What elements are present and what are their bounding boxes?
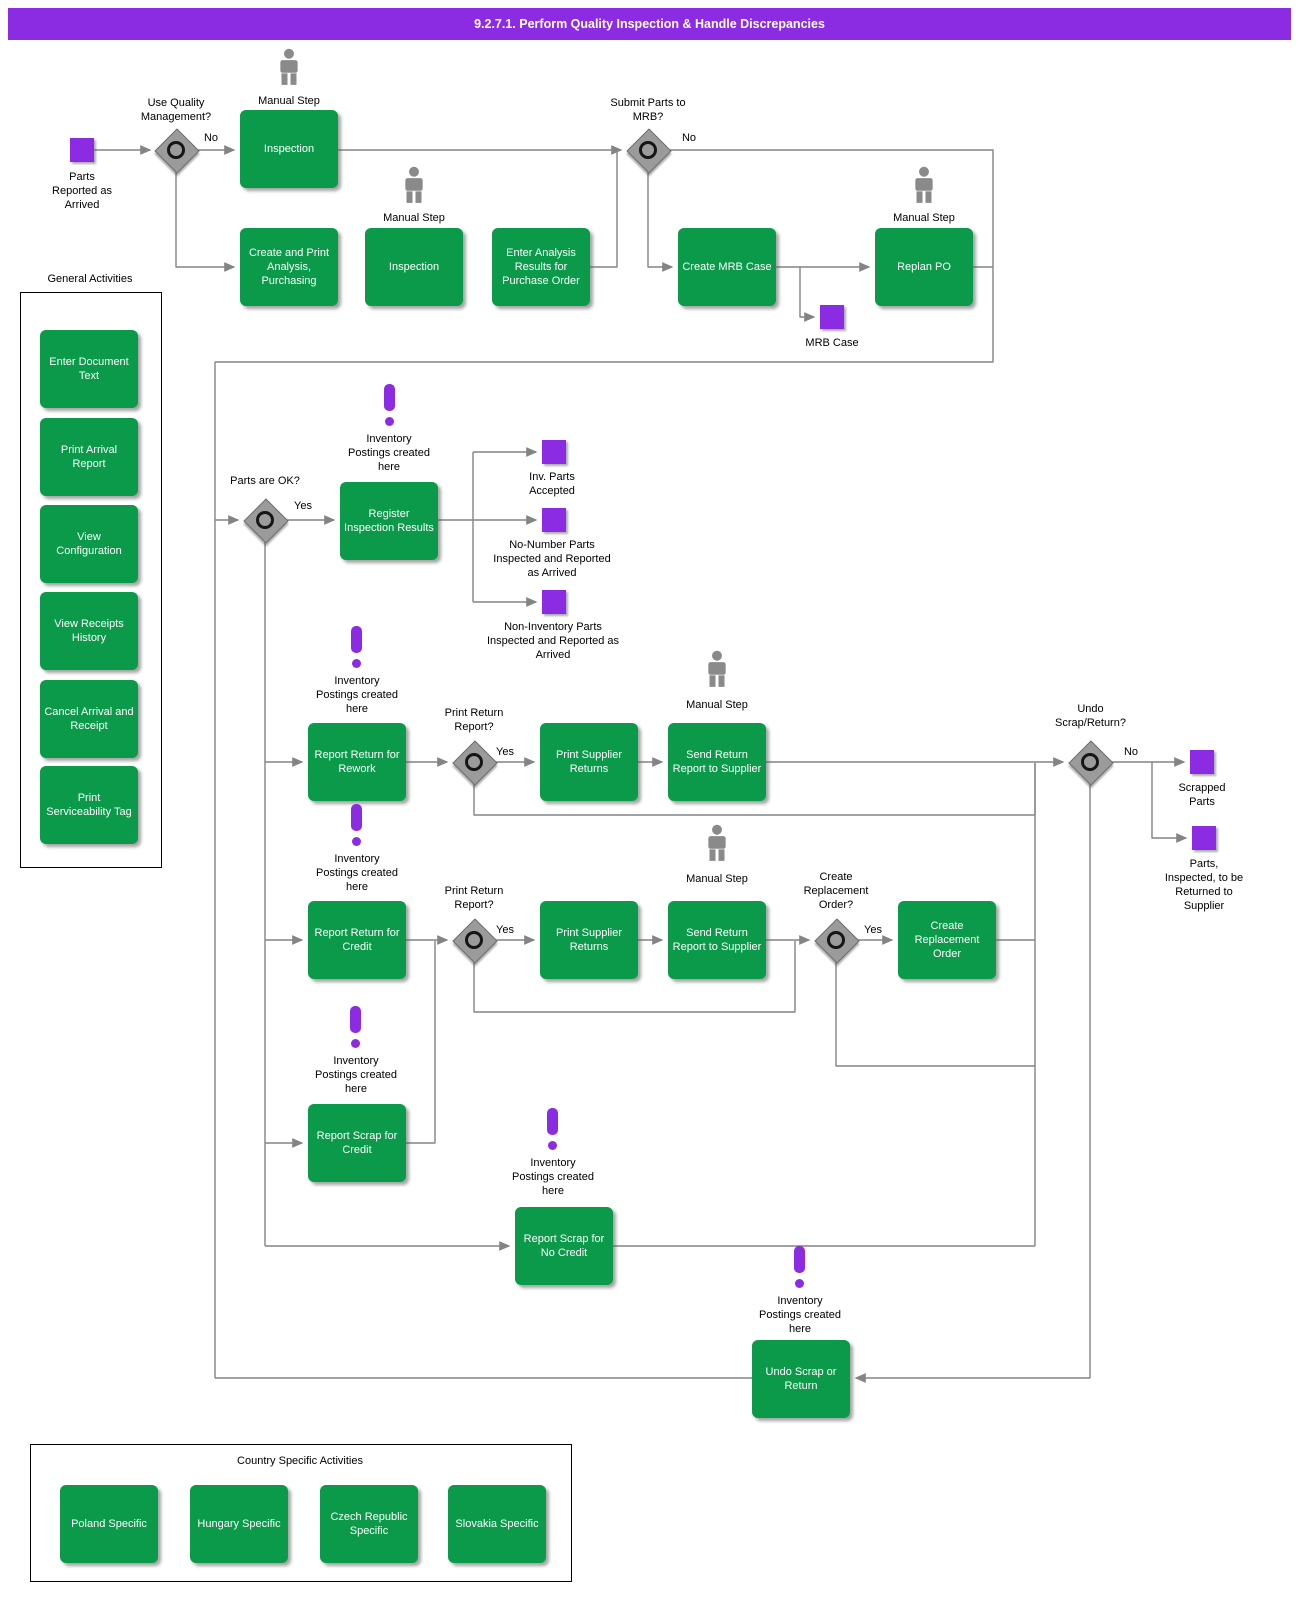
- gateway-submit-mrb: [626, 128, 672, 174]
- manual-step-label: Manual Step: [383, 212, 445, 224]
- country-title: Country Specific Activities: [237, 1455, 363, 1467]
- task-report-return-credit[interactable]: Report Return for Credit: [308, 901, 406, 979]
- manual-step-label: Manual Step: [686, 699, 748, 711]
- gateway-create-replacement: [814, 918, 860, 964]
- manual-step-label: Manual Step: [893, 212, 955, 224]
- task-create-replacement-order[interactable]: Create Replacement Order: [898, 901, 996, 979]
- manual-step-label: Manual Step: [258, 95, 320, 107]
- doc-no-number-parts-label: No-Number Parts Inspected and Reported a…: [493, 539, 611, 579]
- manual-step-icon: [399, 166, 429, 209]
- inventory-postings-icon: [382, 384, 398, 428]
- inventory-postings-label: Inventory Postings created here: [348, 433, 430, 473]
- inventory-postings-label: Inventory Postings created here: [759, 1295, 841, 1335]
- gateway-icon: [1081, 753, 1099, 771]
- sidebar-item-print-arrival-report[interactable]: Print Arrival Report: [40, 418, 138, 496]
- branch-label-yes: Yes: [864, 924, 882, 936]
- doc-scrapped-parts: [1190, 750, 1214, 774]
- gateway-create-replacement-question: Create Replacement Order?: [803, 871, 869, 911]
- inventory-postings-icon: [349, 804, 365, 848]
- doc-non-inventory-parts-label: Non-Inventory Parts Inspected and Report…: [486, 621, 620, 661]
- gateway-submit-mrb-question: Submit Parts to MRB?: [610, 97, 686, 123]
- inventory-postings-icon: [348, 1006, 364, 1050]
- inventory-postings-icon: [792, 1246, 808, 1290]
- gateway-parts-ok-question: Parts are OK?: [230, 475, 300, 487]
- country-item-poland[interactable]: Poland Specific: [60, 1485, 158, 1563]
- inventory-postings-icon: [545, 1108, 561, 1152]
- doc-inv-parts-accepted-label: Inv. Parts Accepted: [529, 471, 575, 497]
- task-enter-analysis[interactable]: Enter Analysis Results for Purchase Orde…: [492, 228, 590, 306]
- gateway-use-quality: [154, 128, 200, 174]
- branch-label-no: No: [1123, 746, 1139, 758]
- task-register-inspection[interactable]: Register Inspection Results: [340, 482, 438, 560]
- gateway-icon: [256, 511, 274, 529]
- gateway-print-return-rework: [452, 740, 498, 786]
- branch-label-yes: Yes: [294, 500, 312, 512]
- gateway-icon: [167, 141, 185, 159]
- doc-mrb-case-label: MRB Case: [805, 337, 859, 349]
- task-send-return-report-1[interactable]: Send Return Report to Supplier: [668, 723, 766, 801]
- task-create-mrb-case[interactable]: Create MRB Case: [678, 228, 776, 306]
- branch-label-no: No: [681, 132, 697, 144]
- page-title: 9.2.7.1. Perform Quality Inspection & Ha…: [8, 8, 1291, 40]
- gateway-parts-ok: [243, 498, 289, 544]
- task-report-return-rework[interactable]: Report Return for Rework: [308, 723, 406, 801]
- manual-step-label: Manual Step: [686, 873, 748, 885]
- inventory-postings-label: Inventory Postings created here: [316, 675, 398, 715]
- gateway-use-quality-question: Use Quality Management?: [140, 97, 212, 123]
- task-send-return-report-2[interactable]: Send Return Report to Supplier: [668, 901, 766, 979]
- task-replan-po[interactable]: Replan PO: [875, 228, 973, 306]
- gateway-undo-scrap-return: [1068, 740, 1114, 786]
- task-create-print-analysis[interactable]: Create and Print Analysis, Purchasing: [240, 228, 338, 306]
- doc-parts-arrived: [70, 138, 94, 162]
- gateway-undo-scrap-return-question: Undo Scrap/Return?: [1055, 703, 1126, 729]
- sidebar-item-view-receipts-history[interactable]: View Receipts History: [40, 592, 138, 670]
- inventory-postings-label: Inventory Postings created here: [512, 1157, 594, 1197]
- country-item-slovakia[interactable]: Slovakia Specific: [448, 1485, 546, 1563]
- gateway-icon: [827, 931, 845, 949]
- sidebar-item-view-configuration[interactable]: View Configuration: [40, 505, 138, 583]
- country-item-czech-republic[interactable]: Czech Republic Specific: [320, 1485, 418, 1563]
- task-print-supplier-returns-2[interactable]: Print Supplier Returns: [540, 901, 638, 979]
- doc-scrapped-parts-label: Scrapped Parts: [1178, 782, 1226, 808]
- task-print-supplier-returns-1[interactable]: Print Supplier Returns: [540, 723, 638, 801]
- task-report-scrap-credit[interactable]: Report Scrap for Credit: [308, 1104, 406, 1182]
- gateway-icon: [639, 141, 657, 159]
- task-inspection-1[interactable]: Inspection: [240, 110, 338, 188]
- manual-step-icon: [702, 824, 732, 867]
- inventory-postings-icon: [349, 626, 365, 670]
- doc-non-inventory-parts: [542, 590, 566, 614]
- manual-step-icon: [702, 650, 732, 693]
- inventory-postings-label: Inventory Postings created here: [316, 853, 398, 893]
- doc-parts-inspected-returned-label: Parts, Inspected, to be Returned to Supp…: [1164, 858, 1244, 912]
- doc-parts-arrived-label: Parts Reported as Arrived: [52, 171, 112, 211]
- gateway-print-return-credit-question: Print Return Report?: [444, 885, 504, 911]
- sidebar-item-enter-document-text[interactable]: Enter Document Text: [40, 330, 138, 408]
- sidebar-item-print-serviceability-tag[interactable]: Print Serviceability Tag: [40, 766, 138, 844]
- gateway-icon: [465, 753, 483, 771]
- doc-inv-parts-accepted: [542, 440, 566, 464]
- task-report-scrap-no-credit[interactable]: Report Scrap for No Credit: [515, 1207, 613, 1285]
- inventory-postings-label: Inventory Postings created here: [315, 1055, 397, 1095]
- doc-mrb-case: [820, 305, 844, 329]
- sidebar-item-cancel-arrival-and-receipt[interactable]: Cancel Arrival and Receipt: [40, 680, 138, 758]
- branch-label-yes: Yes: [496, 924, 514, 936]
- sidebar-title: General Activities: [47, 273, 133, 285]
- task-undo-scrap-or-return[interactable]: Undo Scrap or Return: [752, 1340, 850, 1418]
- gateway-print-return-credit: [452, 918, 498, 964]
- manual-step-icon: [909, 166, 939, 209]
- manual-step-icon: [274, 48, 304, 91]
- branch-label-no: No: [203, 132, 219, 144]
- task-inspection-2[interactable]: Inspection: [365, 228, 463, 306]
- doc-parts-inspected-returned: [1192, 826, 1216, 850]
- gateway-icon: [465, 931, 483, 949]
- branch-label-yes: Yes: [496, 746, 514, 758]
- gateway-print-return-rework-question: Print Return Report?: [444, 707, 504, 733]
- country-item-hungary[interactable]: Hungary Specific: [190, 1485, 288, 1563]
- doc-no-number-parts: [542, 508, 566, 532]
